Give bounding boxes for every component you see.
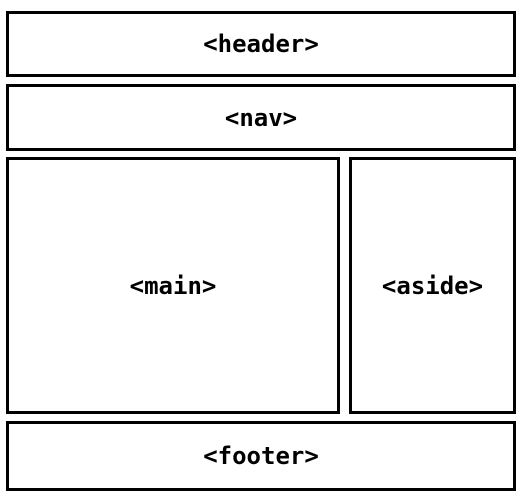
aside-label: <aside>: [381, 271, 484, 300]
nav-label: <nav>: [224, 103, 298, 132]
main-label: <main>: [129, 271, 217, 300]
header-label: <header>: [203, 30, 319, 58]
nav-region: <nav>: [6, 84, 516, 151]
main-region: <main>: [6, 157, 340, 414]
footer-label: <footer>: [203, 442, 319, 470]
footer-region: <footer>: [6, 421, 516, 491]
header-region: <header>: [6, 11, 516, 77]
aside-region: <aside>: [349, 157, 516, 414]
